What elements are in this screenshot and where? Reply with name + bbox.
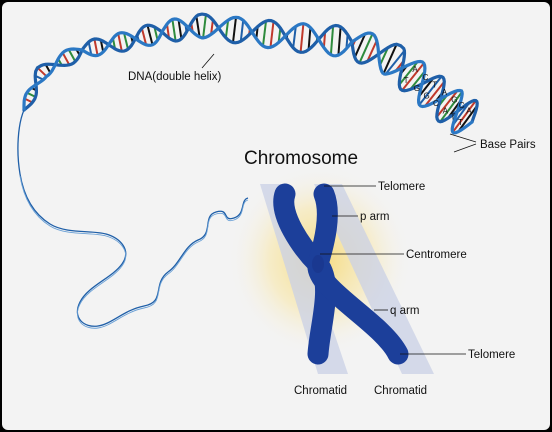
base-pair-rung — [418, 77, 435, 98]
base-pair-rung — [232, 17, 237, 43]
base-pair-rung — [409, 70, 426, 91]
label-centromere: Centromere — [406, 249, 467, 261]
base-pair-rung — [384, 50, 406, 75]
base-pair-rung — [195, 16, 201, 38]
base-pair-rung — [451, 100, 477, 133]
label-dna: DNA(double helix) — [128, 71, 221, 83]
label-base-pairs: Base Pairs — [480, 139, 536, 151]
label-p-arm: p arm — [360, 211, 389, 223]
label-telomere-top: Telomere — [378, 181, 425, 193]
base-pair-rung — [239, 20, 245, 42]
base-letter: T — [404, 76, 409, 85]
dna-double-helix — [22, 12, 479, 135]
base-pair-rung — [307, 27, 312, 50]
base-pair-rung — [358, 33, 374, 64]
base-letter: A — [442, 88, 448, 97]
base-pair-rung — [292, 26, 297, 48]
base-pair-rung — [262, 20, 267, 47]
base-letter: G — [451, 96, 457, 105]
base-pair-rung — [299, 23, 305, 53]
diagram-title: Chromosome — [244, 148, 358, 169]
base-letter: C — [423, 73, 429, 82]
base-pair-rung — [146, 24, 154, 46]
base-letter: T — [451, 113, 456, 122]
base-letter: T — [458, 118, 463, 127]
leader-lines — [201, 53, 477, 355]
label-q-arm: q arm — [390, 305, 419, 317]
dna-fiber — [17, 109, 249, 327]
base-pair-rung — [61, 52, 71, 66]
base-pair-rung — [329, 26, 335, 55]
base-pair-rung — [224, 20, 230, 38]
base-letter: G — [414, 84, 420, 93]
base-pair-rung — [337, 26, 342, 56]
base-pair-rung — [210, 19, 214, 35]
base-pair-rung — [177, 19, 183, 39]
base-pair-rung — [123, 32, 129, 50]
label-telomere-bottom: Telomere — [468, 349, 515, 361]
base-pair-rung — [457, 105, 478, 133]
base-pair-rung — [424, 80, 446, 107]
base-letter: C — [433, 99, 439, 108]
base-pair-rung — [269, 21, 275, 48]
base-letter: T — [432, 81, 437, 90]
base-pair-rung — [36, 66, 48, 78]
label-chromatid-left: Chromatid — [294, 385, 347, 397]
base-pair-rung — [93, 38, 99, 56]
chromatid-band-right — [314, 184, 434, 374]
base-pair-rung — [398, 61, 419, 86]
base-letter: C — [459, 101, 465, 110]
base-letter: A — [466, 107, 472, 116]
base-pair-rung — [87, 41, 93, 55]
base-pair-rung — [99, 39, 105, 53]
label-chromatid-right: Chromatid — [374, 385, 427, 397]
helix-backbone-strand-b — [22, 15, 474, 135]
base-letter: A — [412, 65, 418, 74]
base-pair-rung — [140, 27, 148, 46]
base-pair-rung — [353, 33, 367, 58]
centromere-mark — [312, 255, 324, 273]
base-pair-rung — [436, 89, 459, 118]
base-letter: G — [424, 92, 430, 101]
base-pair-rung — [379, 47, 389, 66]
dna-fiber-twin — [19, 175, 249, 329]
base-pair-rung — [418, 75, 443, 106]
base-pair-rung — [202, 14, 207, 39]
base-pair-rung — [401, 62, 425, 91]
base-pair-rung — [366, 40, 378, 62]
base-pair-rung — [171, 19, 177, 42]
base-pair-rung — [439, 91, 463, 123]
base-pair-rung — [67, 49, 77, 62]
base-pair-rung — [117, 33, 123, 52]
base-pair-rung — [382, 43, 398, 75]
base-letter: A — [443, 107, 449, 116]
